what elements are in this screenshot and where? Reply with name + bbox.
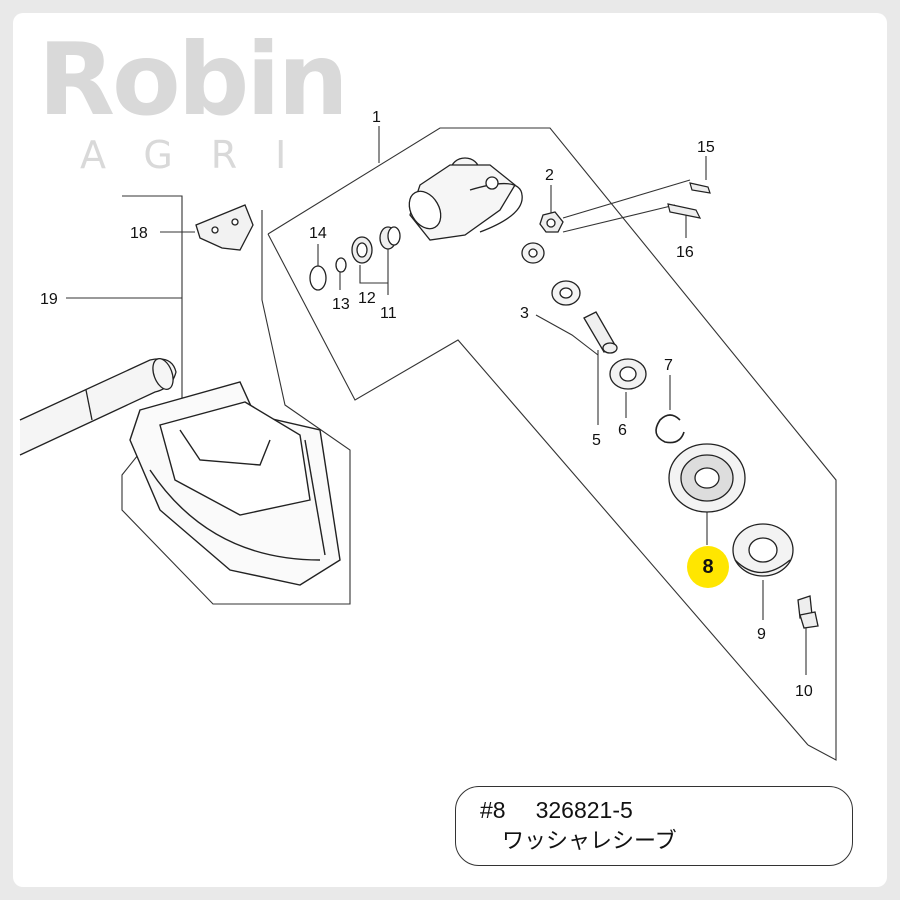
part-name: ワッシャレシーブ [502, 829, 677, 854]
highlight-callout: 8 [687, 546, 729, 588]
part-label: 9 [757, 626, 766, 643]
brand-logo: Robin AGRI [38, 21, 349, 177]
part-label: 10 [795, 683, 813, 700]
shaft-part [19, 358, 177, 456]
logo-brand-text: Robin [38, 21, 349, 138]
washer-receive-part [668, 443, 746, 513]
guard-part [129, 381, 341, 586]
washer-parts [521, 242, 581, 306]
part-code: 326821-5 [535, 797, 633, 823]
holder-part [609, 358, 647, 390]
logo-sub-text: AGRI [80, 133, 325, 177]
cover-part [732, 523, 794, 577]
part-ref: #8 [480, 797, 506, 823]
blade-area-outline [267, 233, 809, 746]
part-label: 6 [618, 422, 627, 439]
part-label: 1 [372, 109, 381, 126]
clip-part [655, 414, 685, 444]
part-label: 7 [664, 357, 673, 374]
nut-part [539, 211, 564, 233]
gearcase-outline [267, 127, 837, 761]
part-label: 5 [592, 432, 601, 449]
part-label: 18 [130, 225, 148, 242]
part-label: 3 [520, 305, 529, 322]
link-2-16 [562, 204, 676, 233]
part-label: 13 [332, 296, 350, 313]
gearcase-part [408, 157, 523, 241]
part-info-box: #8 326821-5 ワッシャレシーブ [455, 786, 853, 866]
part-label: 15 [697, 139, 715, 156]
bolt-parts [667, 182, 711, 219]
leader-12 [359, 265, 388, 284]
end-bolt-part [797, 595, 819, 629]
part-label: 19 [40, 291, 58, 308]
highlight-number: 8 [702, 555, 714, 578]
part-label: 14 [309, 225, 327, 242]
link-2-15 [562, 179, 691, 219]
part-label: 2 [545, 167, 554, 184]
pin-part [583, 311, 618, 354]
guard-outline [121, 195, 351, 605]
leader-3 [535, 314, 599, 356]
part-label: 11 [380, 305, 397, 322]
bearing-parts [309, 226, 401, 291]
part-label: 12 [358, 290, 376, 307]
bracket-part [195, 204, 254, 251]
part-label: 16 [676, 244, 694, 261]
